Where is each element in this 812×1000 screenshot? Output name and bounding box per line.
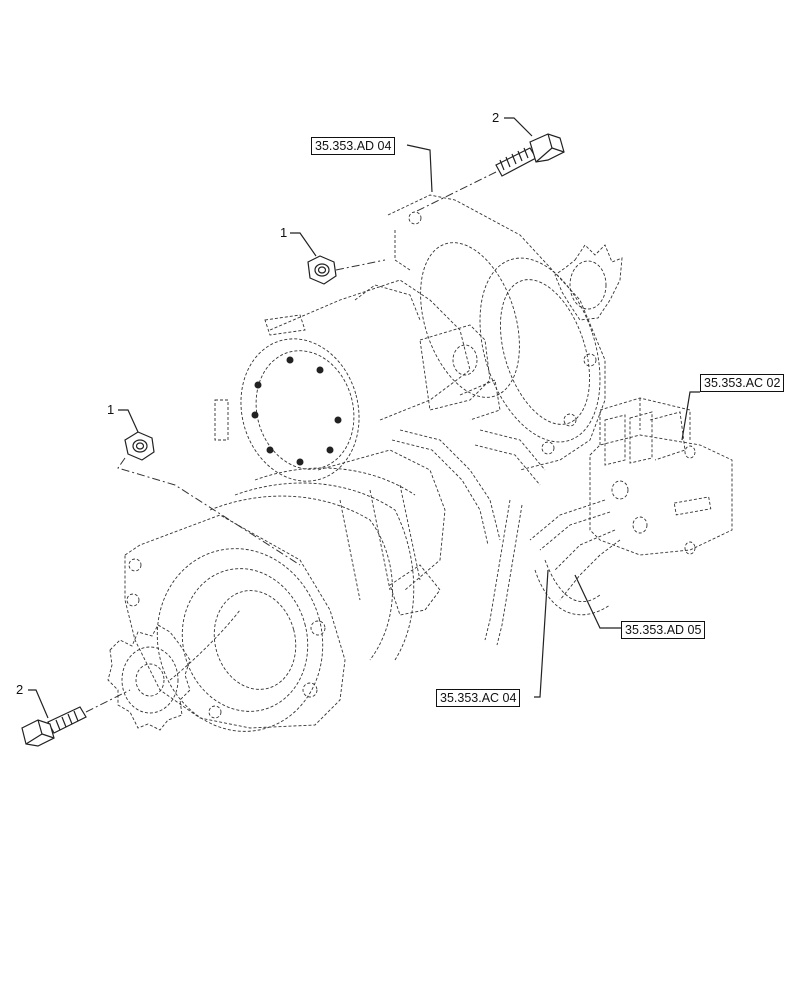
bolt-lower <box>21 706 87 747</box>
bolt-upper-axis <box>414 171 497 213</box>
callout-part-1-left: 1 <box>107 402 115 417</box>
leader-lines <box>28 117 700 719</box>
callout-part-2-top: 2 <box>492 110 500 125</box>
reference-ad04[interactable]: 35.353.AD 04 <box>311 137 396 155</box>
reference-ad05[interactable]: 35.353.AD 05 <box>621 621 706 639</box>
nut-left <box>124 431 155 461</box>
bolt-lower-axis <box>85 689 131 713</box>
callout-part-2-bottom: 2 <box>16 682 24 697</box>
nut-upper <box>307 255 337 285</box>
callout-part-1-upper: 1 <box>280 225 288 240</box>
nut-upper-axis <box>335 259 386 271</box>
rear-drive-motor <box>214 194 623 482</box>
bolt-upper <box>495 133 565 177</box>
valve-block-assembly <box>391 397 733 646</box>
nut-left-axis <box>117 457 301 566</box>
front-drive-motor <box>107 449 446 732</box>
reference-ac02[interactable]: 35.353.AC 02 <box>700 374 785 392</box>
reference-ac04[interactable]: 35.353.AC 04 <box>436 689 521 707</box>
